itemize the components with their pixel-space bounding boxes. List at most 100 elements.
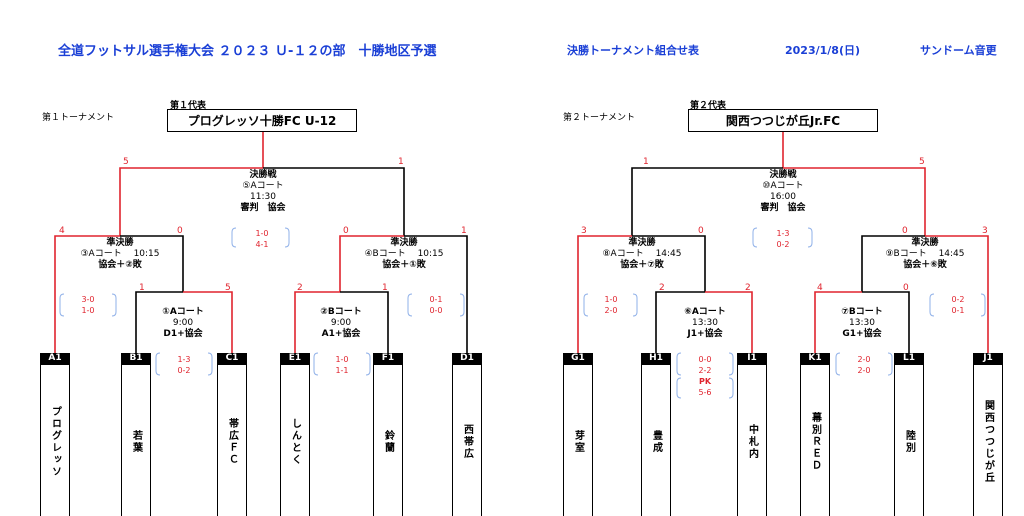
t2-final-score-1: 1-3 xyxy=(776,229,790,238)
t1-q2-ref: A1+協会 xyxy=(321,329,361,339)
t1-semi-right-score-2: 0-0 xyxy=(429,306,443,315)
t1-team-f1: F1 鈴蘭 xyxy=(373,353,403,516)
t1-semi-left-right-goals: 0 xyxy=(177,226,183,236)
team-code: E1 xyxy=(280,353,310,364)
t1-q2-scores: 1-0 1-1 xyxy=(320,354,364,376)
t1-semi-right-right-goals: 1 xyxy=(461,226,467,236)
t2-q2-time: 13:30 xyxy=(849,318,875,328)
t2-q1-right xyxy=(705,291,753,356)
t2-q1-left-goals: 2 xyxy=(659,283,665,293)
t2-semi-right-left xyxy=(861,235,925,292)
t1-q1-time: 9:00 xyxy=(172,318,194,328)
team-name: 豊成 xyxy=(650,429,662,454)
team-name: 陸別 xyxy=(903,429,915,454)
t1-q2-score-1: 1-0 xyxy=(335,355,349,364)
t2-q2-left-goals: 4 xyxy=(817,283,823,293)
t1-semi-right-ref: 協会＋①敗 xyxy=(382,260,426,270)
t1-final-scores: 1-0 4-1 xyxy=(240,228,284,250)
team-code: L1 xyxy=(894,353,924,364)
t1-team-a1: A1 プログレッソ xyxy=(40,353,70,516)
team-name: 西帯広 xyxy=(461,423,473,460)
t2-semi-left-title: 準決勝 xyxy=(628,238,656,248)
page-title: 全道フットサル選手権大会 ２０２３ Ｕ-１２の部 十勝地区予選 xyxy=(58,44,437,59)
t1-q2-info: ②Bコート 9:00 A1+協会 xyxy=(301,307,381,340)
team-code: H1 xyxy=(641,353,671,364)
t2-final-scores: 1-3 0-2 xyxy=(761,228,805,250)
team-name: しんとく xyxy=(289,417,301,466)
t2-q1-info: ⑥Aコート 13:30 J1+協会 xyxy=(665,307,745,340)
t1-q1-left-goals: 1 xyxy=(139,283,145,293)
t2-final-score-2: 0-2 xyxy=(776,240,790,249)
t2-semi-right-right-goals: 3 xyxy=(982,226,988,236)
t2-semi-right-right xyxy=(925,235,989,356)
t1-semi-left-ref: 協会＋②敗 xyxy=(98,260,142,270)
t2-q2-score-1: 2-0 xyxy=(857,355,871,364)
t1-final-referee: 審判 協会 xyxy=(240,203,286,213)
t1-q1-scores: 1-3 0-2 xyxy=(162,354,206,376)
t2-semi-left-court: ⑧Aコート 14:45 xyxy=(602,249,682,259)
t2-rep-box: 関西つつじが丘Jr.FC xyxy=(688,109,878,132)
t1-final-court: ⑤Aコート xyxy=(242,181,284,191)
t1-semi-left-left xyxy=(54,235,120,356)
team-name: 中札内 xyxy=(746,423,758,460)
t1-team-c1: C1 帯広ＦＣ xyxy=(217,353,247,516)
t2-q2-scores: 2-0 2-0 xyxy=(842,354,886,376)
t2-q1-left xyxy=(655,291,705,356)
t2-team-i1: I1 中札内 xyxy=(737,353,767,516)
t2-label: 第２トーナメント xyxy=(563,113,636,123)
t1-final-left xyxy=(119,167,263,236)
team-name: 若葉 xyxy=(130,429,142,454)
t1-q2-court: ②Bコート xyxy=(320,307,362,317)
t1-q1-score-2: 0-2 xyxy=(177,366,191,375)
t1-q2-score-2: 1-1 xyxy=(335,366,349,375)
t2-team-h1: H1 豊成 xyxy=(641,353,671,516)
t2-semi-left-info: 準決勝 ⑧Aコート 14:45 協会＋⑦敗 xyxy=(592,238,692,271)
t2-q2-right-goals: 0 xyxy=(903,283,909,293)
t2-semi-left-scores: 1-0 2-0 xyxy=(589,294,633,316)
t1-q1-left xyxy=(135,291,183,356)
team-code: F1 xyxy=(373,353,403,364)
t1-final-left-goals: 5 xyxy=(123,157,129,167)
t2-semi-right-left-goals: 0 xyxy=(902,226,908,236)
t2-semi-left-ref: 協会＋⑦敗 xyxy=(620,260,664,270)
t2-q1-time: 13:30 xyxy=(692,318,718,328)
t2-q1-pk-score: 5-6 xyxy=(698,388,712,397)
t1-semi-left-score-2: 1-0 xyxy=(81,306,95,315)
t1-semi-right-title: 準決勝 xyxy=(390,238,418,248)
event-date: 2023/1/8(日) xyxy=(785,44,861,57)
t2-team-l1: L1 陸別 xyxy=(894,353,924,516)
t1-rep-box: プログレッソ十勝FC U-12 xyxy=(167,109,357,132)
t1-q1-court: ①Aコート xyxy=(162,307,204,317)
t2-semi-right-info: 準決勝 ⑨Bコート 14:45 協会＋⑥敗 xyxy=(875,238,975,271)
t2-q2-left xyxy=(814,291,862,356)
t1-q2-time: 9:00 xyxy=(330,318,352,328)
t1-q1-right-goals: 5 xyxy=(225,283,231,293)
t1-semi-left-title: 準決勝 xyxy=(106,238,134,248)
t2-q2-info: ⑦Bコート 13:30 G1+協会 xyxy=(822,307,902,340)
t1-semi-left-scores: 3-0 1-0 xyxy=(66,294,110,316)
t1-semi-right-right xyxy=(404,235,468,356)
team-name: プログレッソ xyxy=(49,405,61,478)
t2-semi-right-title: 準決勝 xyxy=(911,238,939,248)
t2-semi-right-score-2: 0-1 xyxy=(951,306,965,315)
team-code: A1 xyxy=(40,353,70,364)
t2-final-time: 16:00 xyxy=(770,192,796,202)
t2-final-referee: 審判 協会 xyxy=(760,203,806,213)
t2-semi-right-scores: 0-2 0-1 xyxy=(936,294,980,316)
t1-q1-ref: D1+協会 xyxy=(163,329,203,339)
t2-q1-right-goals: 2 xyxy=(745,283,751,293)
t2-rep-name: 関西つつじが丘Jr.FC xyxy=(725,114,841,128)
t1-q2-right xyxy=(340,291,389,356)
t2-q1-ref: J1+協会 xyxy=(687,329,723,339)
t1-final-score-2: 4-1 xyxy=(255,240,269,249)
t1-final-time: 11:30 xyxy=(250,192,276,202)
team-name: 関西つつじが丘 xyxy=(982,399,994,484)
t1-semi-right-court: ④Bコート 10:15 xyxy=(364,249,444,259)
t2-q2-score-2: 2-0 xyxy=(857,366,871,375)
page-subtitle: 決勝トーナメント組合せ表 xyxy=(567,44,699,57)
t2-semi-left-left-goals: 3 xyxy=(581,226,587,236)
t2-semi-right-score-1: 0-2 xyxy=(951,295,965,304)
t2-q1-pk-label: PK xyxy=(698,377,712,386)
t1-final-title: 決勝戦 xyxy=(249,170,277,180)
